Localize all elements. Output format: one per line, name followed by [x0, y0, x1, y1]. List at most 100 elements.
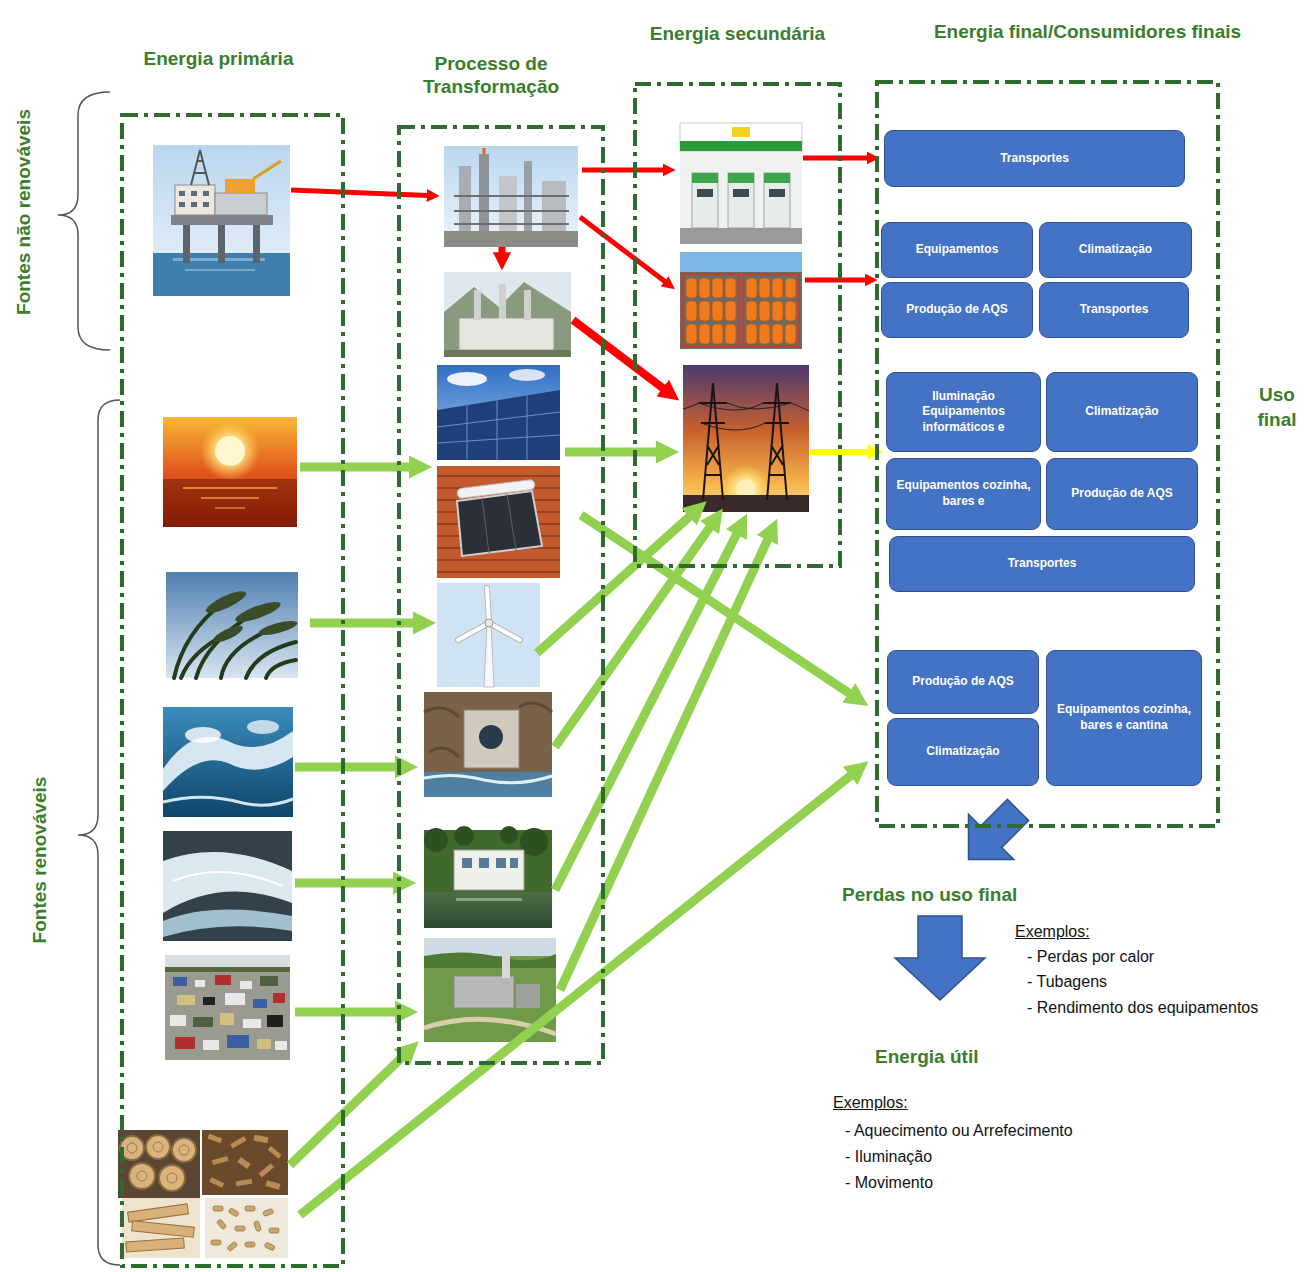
side-label: Uso final [1250, 383, 1304, 432]
fuel-station-photo [692, 173, 718, 228]
wind-photo [166, 572, 299, 678]
hydro-plant-photo [424, 826, 552, 928]
gas-cylinder-photo [772, 301, 783, 321]
green-flow-arrow [300, 774, 852, 1215]
wave-plant-photo [424, 775, 552, 782]
refinery-photo [444, 146, 578, 247]
hydro-plant-photo [510, 858, 518, 868]
yellow-flow-arrow [810, 449, 869, 455]
wind-turbine-photo [437, 583, 540, 687]
biomass-photo [127, 1142, 189, 1183]
biomass-photo [245, 1206, 255, 1211]
biomass-photo [269, 1228, 279, 1233]
gas-cylinder-photo [683, 274, 739, 346]
wind-turbine-photo [458, 588, 520, 640]
wave-photo [163, 707, 293, 817]
bracket [58, 92, 110, 350]
green-flow-arrow [300, 463, 411, 472]
waste-photo [170, 1015, 186, 1026]
waste-photo [195, 980, 205, 987]
oil-platform-photo [171, 215, 273, 225]
bracket [58, 92, 120, 1265]
sun-photo [215, 507, 245, 509]
yellow-flow-arrow [810, 452, 869, 453]
oil-platform-photo [153, 145, 290, 296]
green-flow-arrow [295, 879, 395, 888]
box-label: Iluminação Equipamentos informáticos e [893, 389, 1034, 436]
solar-panel-photo [497, 400, 498, 460]
power-plant-photo [474, 290, 481, 320]
biomass-photo [202, 1130, 288, 1195]
waste-photo [203, 1040, 219, 1050]
power-lines-photo [791, 403, 809, 411]
red-flow-arrow [582, 168, 664, 173]
waste-photo [165, 967, 290, 972]
dashed-frame [122, 115, 343, 1266]
biomass-photo [167, 1173, 177, 1183]
wave-plant-photo [424, 772, 552, 797]
biomass-photo [207, 1134, 222, 1143]
waste-photo [253, 999, 267, 1008]
waste-photo [193, 1017, 213, 1027]
use-box: Equipamentos [881, 222, 1033, 278]
refinery-photo [444, 231, 578, 247]
waste-photo [165, 955, 290, 1060]
fuel-station-photo [732, 127, 750, 137]
wind-turbine-photo [489, 623, 520, 640]
group-frame: Energia final/Consumidores finaisTranspo… [875, 80, 1220, 828]
solar-panel-photo [437, 395, 560, 460]
group-frame: Energia primária [120, 113, 345, 1268]
gas-cylinder-photo [699, 301, 710, 321]
waste-photo [243, 1019, 261, 1028]
power-lines-photo [683, 495, 809, 512]
biomass-plant-photo [454, 976, 514, 1008]
box-label: Equipamentos cozinha, bares e [893, 478, 1034, 509]
red-flow-arrow [291, 190, 428, 196]
oil-platform-photo [253, 223, 260, 263]
use-box: Climatização [1039, 222, 1192, 278]
sun-photo [215, 436, 245, 466]
use-box: Transportes [884, 130, 1185, 187]
solar-panel-photo [467, 405, 468, 460]
gas-cylinder-photo [699, 278, 710, 298]
wind-photo [266, 660, 296, 678]
biomass-photo [216, 1219, 226, 1230]
biomass-photo [236, 1179, 253, 1187]
refinery-photo [454, 210, 569, 212]
refinery-photo [483, 148, 486, 154]
oil-platform-photo [218, 223, 225, 263]
oil-platform-photo [191, 202, 197, 207]
hydro-plant-photo [462, 858, 518, 868]
fuel-station-photo [680, 141, 802, 151]
group-heading: Energia primária [69, 47, 369, 71]
biomass-photo [137, 1171, 147, 1181]
box-label: Produção de AQS [912, 674, 1014, 690]
red-flow-arrow [580, 217, 666, 282]
fuel-station-photo [680, 123, 802, 244]
oil-platform-photo [203, 191, 209, 196]
biomass-photo [122, 1198, 200, 1258]
gas-cylinder-photo [686, 324, 697, 344]
sun-photo [163, 417, 297, 527]
biomass-photo [202, 1130, 288, 1195]
wave-photo [185, 727, 221, 743]
fuel-station-photo [733, 189, 749, 197]
gas-cylinder-photo [699, 324, 710, 344]
solar-panel-photo [447, 372, 487, 386]
dashed-frame [120, 113, 345, 1268]
wind-turbine-photo [458, 623, 489, 640]
example-item: - Tubagens [1027, 973, 1107, 991]
group-frame: Processo de Transformação [397, 125, 605, 1065]
biomass-photo [235, 1226, 245, 1231]
biomass-photo [264, 1242, 275, 1251]
gas-cylinder-photo [785, 278, 796, 298]
oil-platform-photo [179, 202, 185, 207]
dashed-frame [877, 82, 1218, 826]
waterfall-photo [173, 872, 283, 886]
fuel-station-photo [692, 173, 790, 228]
fuel-station-photo [680, 123, 802, 151]
example-item: - Movimento [845, 1174, 933, 1192]
fuel-station-photo [680, 228, 802, 244]
gas-cylinder-photo [680, 272, 802, 349]
